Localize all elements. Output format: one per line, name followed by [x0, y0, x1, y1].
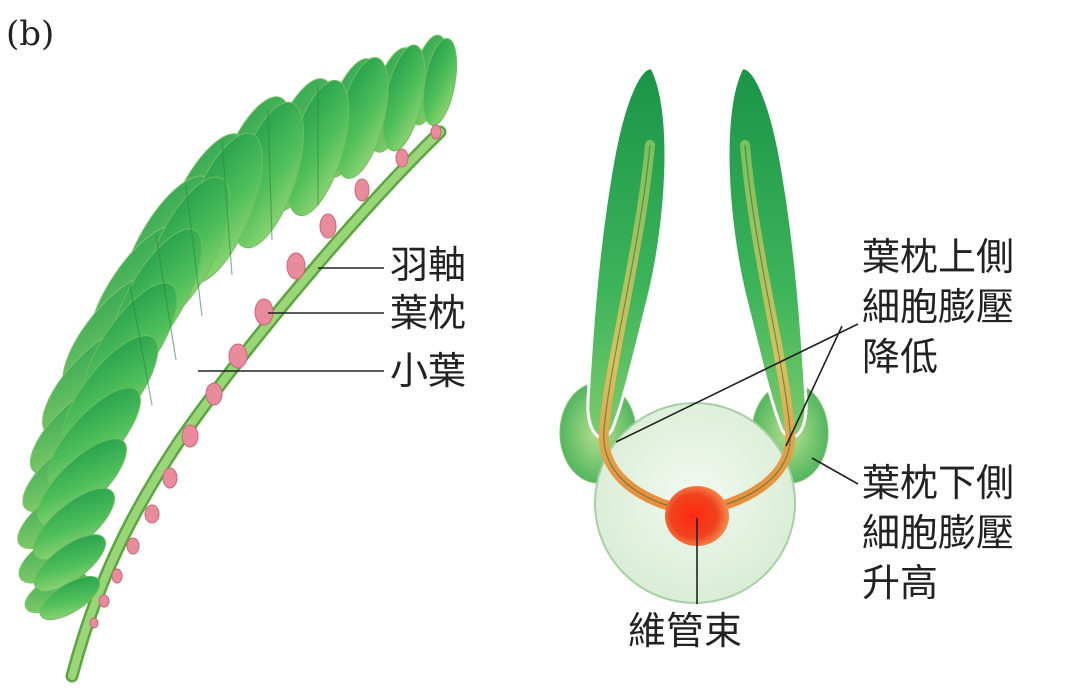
pulvinus	[354, 178, 370, 202]
label-upper-line: 葉枕上側	[862, 235, 1015, 279]
label-upper-line: 細胞膨壓	[862, 285, 1015, 329]
pulvinus	[254, 298, 274, 326]
label-pulvinus: 葉枕	[390, 291, 467, 335]
pulvinus	[98, 594, 110, 608]
label-leaflet: 小葉	[390, 349, 467, 393]
label-lower-line: 葉枕下側	[862, 461, 1015, 505]
pulvinus	[89, 617, 99, 629]
leaflet-arm-left	[586, 66, 668, 439]
pulvinus	[430, 124, 442, 140]
leader-upper-left	[615, 323, 859, 443]
leaflet-midribs	[129, 88, 319, 406]
leaflet	[39, 575, 101, 621]
pulvinus	[144, 504, 160, 524]
label-lower-line: 細胞膨壓	[862, 511, 1015, 555]
pulvinus	[319, 213, 337, 239]
pulvinus	[228, 343, 248, 369]
vascular-core	[665, 486, 729, 546]
leader-upper-right	[785, 325, 843, 447]
pulvinus	[205, 382, 223, 406]
pulvinus	[162, 467, 178, 489]
pulvinus-cross-section	[559, 66, 859, 604]
figure-label: (b)	[6, 14, 55, 54]
leader-lower	[811, 457, 859, 485]
left-leader-lines	[198, 267, 384, 372]
pulvinus	[395, 148, 409, 168]
right-leader-lines	[615, 323, 859, 604]
label-lower-line: 升高	[862, 561, 939, 605]
pulvinus	[286, 252, 306, 280]
pinnate-leaf	[17, 34, 458, 683]
pulvinus	[126, 537, 140, 555]
label-upper-line: 降低	[862, 335, 939, 379]
label-upper-side: 葉枕上側 細胞膨壓 降低	[862, 232, 1014, 382]
pulvini	[89, 124, 442, 629]
label-rachis: 羽軸	[390, 243, 467, 287]
label-vascular-bundle: 維管束	[628, 609, 743, 653]
pulvinus	[111, 568, 123, 584]
pulvinus	[181, 424, 199, 448]
label-lower-side: 葉枕下側 細胞膨壓 升高	[862, 458, 1014, 608]
leaflet	[34, 534, 106, 592]
